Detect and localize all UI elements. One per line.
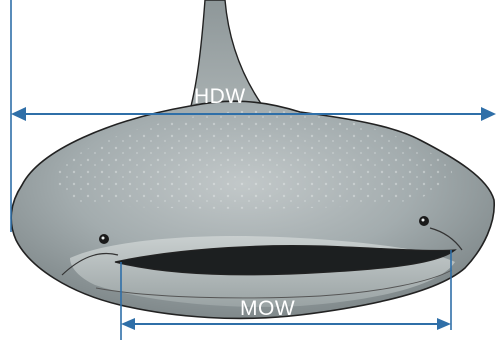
right-eye-highlight [422,219,425,222]
mow-arrowhead-left [121,318,135,330]
mow-arrowhead-right [437,318,451,330]
hdw-label: HDW [194,86,246,107]
left-eye-highlight [102,237,105,240]
hdw-arrowhead-right [481,107,496,121]
hdw-arrowhead-left [11,107,26,121]
mow-label: MOW [240,298,295,319]
